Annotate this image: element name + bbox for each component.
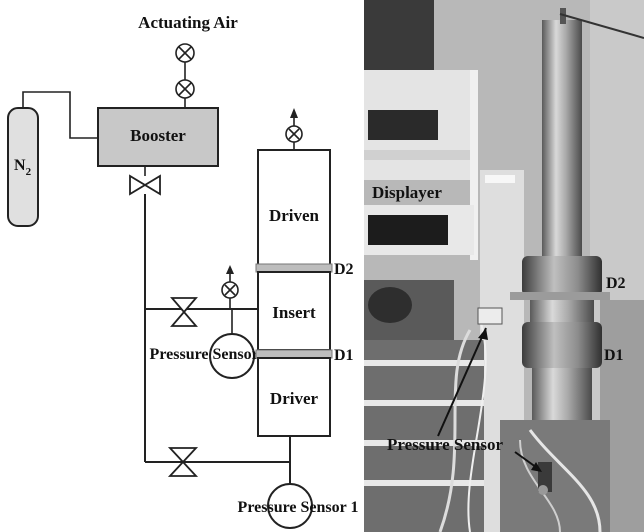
driver-section (257, 357, 331, 437)
booster-label: Booster (130, 126, 186, 145)
driver-feed-valve-icon (167, 447, 199, 477)
n2-gas-line (22, 91, 98, 139)
d2-label: D2 (334, 261, 354, 278)
pressure-sensor-1-gauge (267, 483, 313, 529)
diaphragm-d1 (255, 349, 333, 359)
diaphragm-d2 (255, 263, 333, 273)
pressure-sensor-1-label: Pressure Sensor 1 (238, 499, 359, 516)
booster-box (97, 107, 219, 167)
air-valve-upper-icon (175, 43, 195, 63)
schematic-diagram: Actuating Air Booster N2 (7, 13, 359, 529)
photo-d1-label: D1 (604, 347, 624, 364)
n2-label: N2 (14, 157, 32, 178)
pressure-sensor-2-label: Pressure Sensor 2 (150, 346, 271, 363)
insert-section (257, 271, 331, 351)
insert-feed-valve-icon (170, 297, 198, 327)
driven-label: Driven (269, 206, 320, 225)
photo-d2-label: D2 (606, 275, 626, 292)
actuating-air-label: Actuating Air (138, 13, 238, 32)
air-valve-lower-icon (175, 79, 195, 99)
photo-pressure-sensor-label: Pressure Sensor (387, 435, 503, 454)
driven-vent-arrow-icon (290, 108, 298, 118)
displayer-label: Displayer (372, 183, 442, 202)
d1-label: D1 (334, 347, 354, 364)
pressure-sensor-arrow-upper-icon (437, 327, 488, 437)
setup-photo: Displayer D2 D1 Pressure Sensor (364, 0, 644, 532)
pressure-sensor-arrow-lower-icon (514, 451, 542, 472)
driven-vent-valve-icon (285, 125, 303, 143)
driver-label: Driver (270, 389, 319, 408)
insert-vent-valve-icon (221, 281, 239, 299)
insert-label: Insert (272, 303, 316, 322)
vent-arrow-icon (226, 265, 234, 274)
booster-outlet-valve-icon (129, 174, 161, 196)
